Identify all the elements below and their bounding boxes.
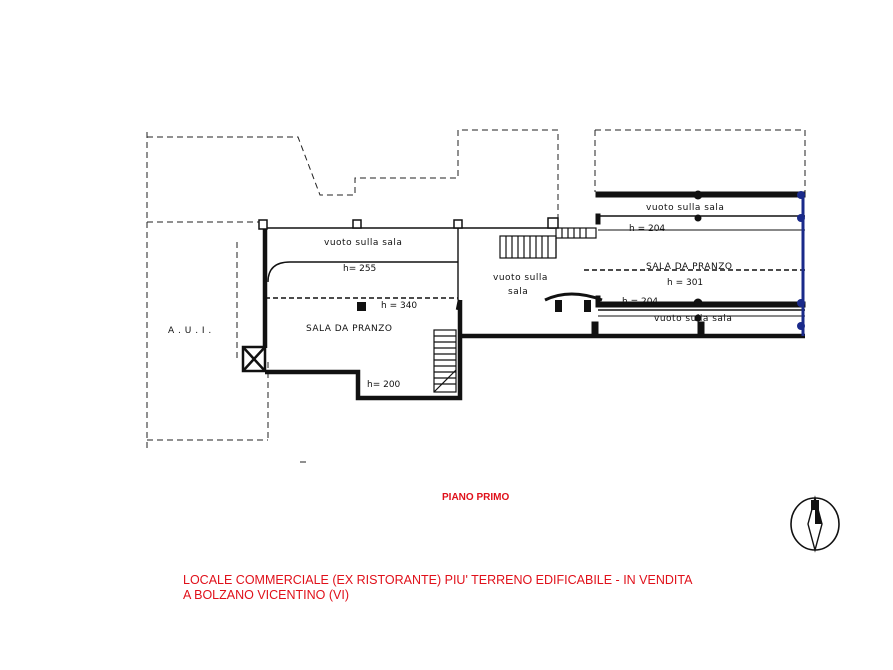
staircase-center <box>499 227 597 259</box>
label-h340: h = 340 <box>381 301 417 311</box>
floor-title: PIANO PRIMO <box>442 492 510 503</box>
label-vuoto-left: vuoto sulla sala <box>324 238 402 248</box>
dashed-boundaries <box>146 129 806 463</box>
curved-balcony-posts <box>555 300 591 312</box>
curved-balcony <box>544 292 603 302</box>
description-line-1: LOCALE COMMERCIALE (EX RISTORANTE) PIU' … <box>183 573 693 587</box>
solid-columns <box>357 302 366 311</box>
north-arrow-icon <box>790 495 840 553</box>
thin-walls <box>265 215 805 317</box>
corner-balcony <box>241 345 267 373</box>
label-vuoto-top-right: vuoto sulla sala <box>646 203 724 213</box>
label-h200: h= 200 <box>367 380 401 390</box>
label-vuoto-center-2: sala <box>508 287 528 297</box>
description-line-2: A BOLZANO VICENTINO (VI) <box>183 588 349 602</box>
staircase-left <box>433 329 457 393</box>
walls <box>262 228 805 401</box>
label-h204-bottom: h = 204 <box>622 297 658 307</box>
label-h204-top: h = 204 <box>629 224 665 234</box>
listing-description: LOCALE COMMERCIALE (EX RISTORANTE) PIU' … <box>183 573 692 603</box>
columns <box>258 217 559 230</box>
label-aui: A . U . I . <box>168 326 212 336</box>
right-room-rails <box>591 190 806 335</box>
right-edge-nodes <box>797 191 805 330</box>
label-vuoto-center-1: vuoto sulla <box>493 273 548 283</box>
label-sala-right: SALA DA PRANZO <box>646 262 733 272</box>
label-vuoto-bottom-right: vuoto sulla sala <box>654 314 732 324</box>
label-h301: h = 301 <box>667 278 703 288</box>
label-sala-left: SALA DA PRANZO <box>306 324 393 334</box>
label-h255: h= 255 <box>343 264 376 274</box>
